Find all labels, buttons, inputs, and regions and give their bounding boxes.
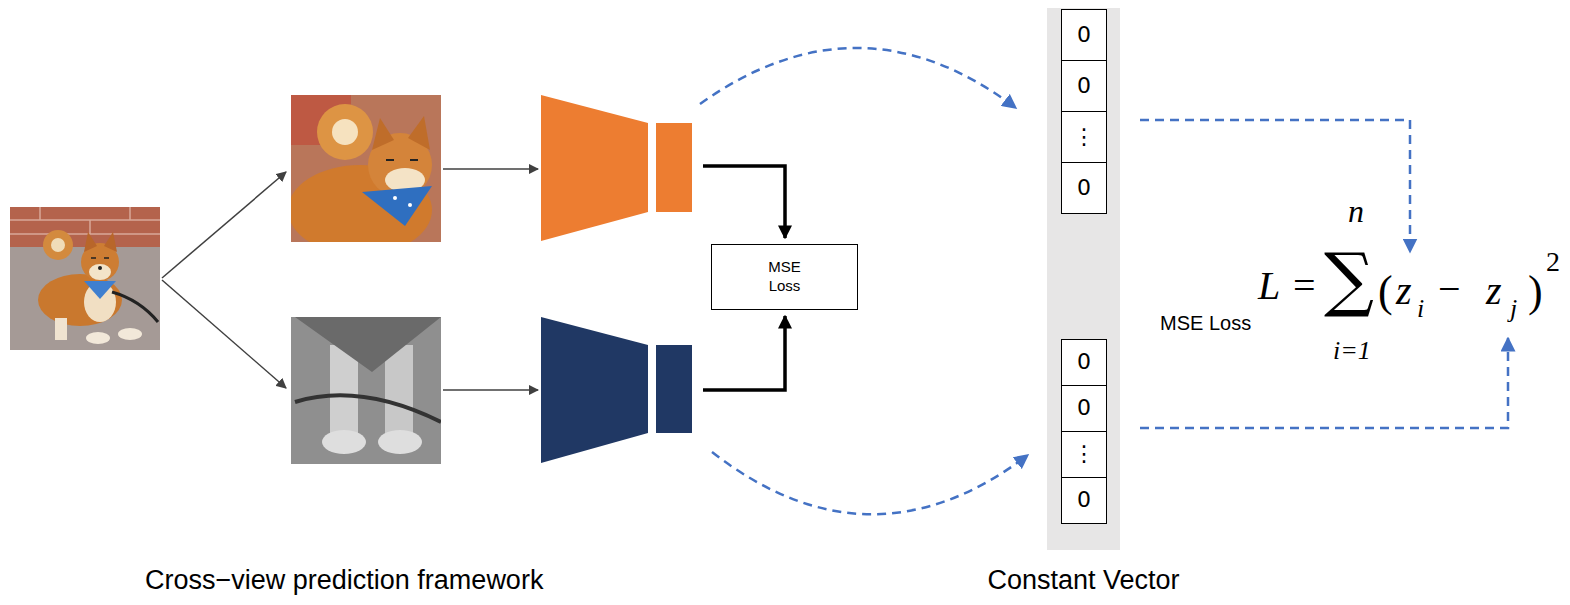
dog-nose (98, 266, 102, 270)
dog-tail-tip (332, 119, 358, 145)
formula-paren: ( (1378, 270, 1393, 314)
dog-bandana (295, 317, 441, 372)
vector-cell: 0 (1061, 9, 1107, 61)
sum-limit: n (1348, 195, 1364, 227)
framework-caption: Cross−view prediction framework (145, 567, 543, 594)
cell-value: 0 (1077, 74, 1091, 98)
formula-variable: z (1486, 271, 1502, 311)
loss-label: MSE Loss (757, 258, 813, 296)
dog-body (291, 165, 432, 242)
grayscale-crop-view (291, 317, 441, 464)
dog-bandana (84, 281, 116, 299)
term-arrow (1140, 338, 1508, 428)
collapse-arrow (700, 48, 1016, 108)
term-arrow (1140, 120, 1410, 252)
cell-value: ⋮ (1073, 125, 1095, 149)
photo-bricks (10, 207, 160, 247)
projector-block (656, 345, 692, 433)
formula-subscript: j (1510, 296, 1517, 322)
color-crop-view (291, 95, 441, 242)
dog-ear (372, 118, 394, 150)
encoder-trapezoid (541, 317, 648, 463)
augment-arrow (162, 172, 286, 278)
input-arrow (443, 168, 538, 170)
formula-variable: z (1396, 271, 1412, 311)
vector-cell: 0 (1061, 60, 1107, 112)
dog-tail (43, 230, 73, 260)
dog-paw (118, 328, 142, 340)
cell-value: ⋮ (1073, 442, 1095, 466)
constant-vector-band: Constant Vector00⋮000⋮0 (1047, 8, 1120, 550)
brick-joints (10, 207, 160, 234)
formula-operator: − (1438, 269, 1461, 309)
dog-tail-tip (51, 238, 65, 252)
vector-cell: ⋮ (1061, 111, 1107, 163)
dog-bandana (362, 186, 432, 226)
dog-leash (112, 292, 158, 322)
formula-exponent: 2 (1546, 248, 1560, 276)
cell-value: 0 (1077, 23, 1091, 47)
input-arrow (443, 389, 538, 391)
projector-block (656, 123, 692, 212)
cell-value: 0 (1077, 176, 1091, 200)
loss-box: MSE Loss (711, 244, 858, 310)
sum-limit: i=1 (1333, 338, 1371, 364)
dog-eyes (386, 159, 418, 161)
formula-subscript: i (1417, 296, 1424, 322)
vector-cell: 0 (1061, 385, 1107, 432)
output-arrow (703, 166, 785, 238)
dog-leg (385, 345, 413, 445)
collapse-arrow (712, 452, 1028, 514)
cell-value: 0 (1077, 396, 1091, 420)
dog-leash (295, 395, 441, 422)
dog-paw (378, 430, 422, 454)
dog-ear (84, 232, 97, 252)
cell-value: 0 (1077, 488, 1091, 512)
formula-note: MSE Loss (1160, 313, 1251, 333)
formula-symbol: L (1258, 266, 1280, 306)
dog-paw (322, 430, 366, 454)
output-arrow (703, 316, 785, 390)
photo-ground (10, 207, 160, 350)
sum-symbol: ∑ (1324, 244, 1374, 314)
crop-background (291, 317, 441, 464)
dog-eyes (91, 257, 109, 259)
dog-muzzle (89, 264, 111, 280)
vector-cell: 0 (1061, 162, 1107, 214)
cell-value: 0 (1077, 350, 1091, 374)
dog-body (38, 274, 122, 326)
vector-cell: 0 (1061, 339, 1107, 386)
dog-chest (84, 282, 116, 322)
dog-leg (55, 318, 67, 340)
vector-cell: ⋮ (1061, 431, 1107, 478)
bandana-dot (393, 196, 397, 200)
formula-paren: ) (1528, 270, 1543, 314)
vector-cell: 0 (1061, 477, 1107, 524)
dog-tail (317, 104, 373, 160)
dog-ear (104, 232, 117, 252)
vector-caption: Constant Vector (987, 567, 1179, 594)
dog-ear (408, 116, 430, 150)
dog-paw (86, 332, 110, 344)
augment-arrow (162, 280, 286, 388)
dog-photo (10, 207, 160, 350)
formula-symbol: = (1293, 266, 1316, 306)
encoder-trapezoid (541, 95, 648, 241)
bandana-dot (408, 203, 412, 207)
